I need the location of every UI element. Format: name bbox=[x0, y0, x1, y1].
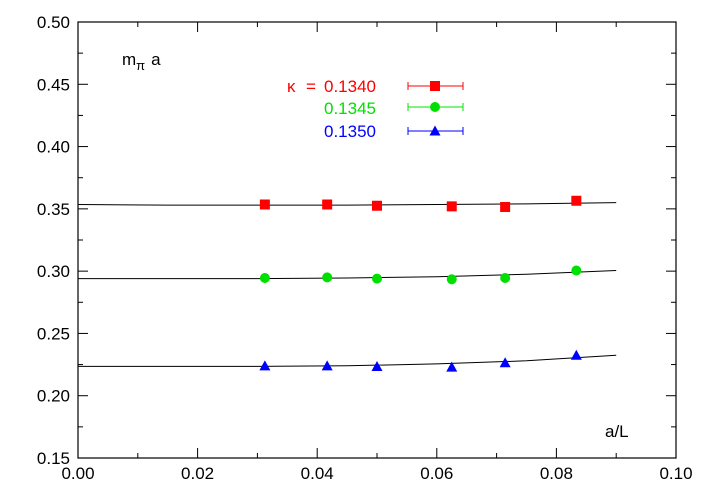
x-tick-label: 0.06 bbox=[420, 464, 453, 483]
y-tick-label: 0.20 bbox=[37, 387, 70, 406]
x-tick-labels: 0.00 0.02 0.04 0.06 0.08 0.10 bbox=[61, 464, 692, 483]
data-markers bbox=[259, 195, 582, 372]
legend-label-0: 0.1340 bbox=[324, 77, 376, 96]
legend-marker-2 bbox=[429, 125, 441, 136]
data-point-0-1 bbox=[322, 199, 333, 210]
fit-curve-0 bbox=[77, 202, 617, 206]
x-tick-label: 0.00 bbox=[61, 464, 94, 483]
y-axis-title-main: m bbox=[122, 50, 136, 69]
y-tick-labels: 0.15 0.20 0.25 0.30 0.35 0.40 0.45 0.50 bbox=[37, 13, 70, 468]
axis-ticks bbox=[77, 21, 677, 459]
legend-label-2: 0.1350 bbox=[324, 122, 376, 141]
data-point-1-0 bbox=[259, 272, 270, 283]
data-point-0-5 bbox=[571, 195, 582, 206]
data-point-0-4 bbox=[500, 201, 511, 212]
legend-marker-1 bbox=[430, 102, 440, 112]
plot-frame bbox=[77, 21, 677, 459]
data-point-2-0 bbox=[259, 360, 271, 371]
y-tick-label: 0.45 bbox=[37, 75, 70, 94]
data-point-1-2 bbox=[372, 273, 382, 284]
x-tick-label: 0.10 bbox=[659, 464, 692, 483]
data-point-2-3 bbox=[446, 361, 458, 372]
fit-curve-1 bbox=[78, 270, 617, 280]
y-tick-label: 0.40 bbox=[37, 138, 70, 157]
x-tick-label: 0.02 bbox=[181, 464, 214, 483]
x-tick-label: 0.04 bbox=[301, 464, 334, 483]
legend-equals: = bbox=[306, 77, 316, 96]
fit-curve-2 bbox=[78, 354, 617, 367]
data-point-1-1 bbox=[322, 272, 333, 283]
data-point-2-4 bbox=[499, 357, 511, 368]
data-point-2-2 bbox=[371, 360, 383, 371]
data-point-1-4 bbox=[500, 272, 511, 283]
legend-samples bbox=[407, 81, 464, 136]
data-point-0-0 bbox=[259, 199, 270, 210]
y-tick-label: 0.15 bbox=[37, 449, 70, 468]
data-point-0-3 bbox=[446, 201, 457, 212]
y-axis-title-tail: a bbox=[151, 50, 161, 69]
data-point-2-5 bbox=[570, 349, 582, 360]
y-tick-label: 0.25 bbox=[37, 324, 70, 343]
data-point-1-5 bbox=[571, 265, 582, 276]
x-axis-title: a/L bbox=[605, 422, 629, 441]
legend-marker-0 bbox=[430, 81, 440, 91]
y-axis-title-sub: π bbox=[136, 58, 145, 73]
y-tick-label: 0.50 bbox=[37, 13, 70, 32]
fit-curves bbox=[77, 202, 617, 367]
legend-label-1: 0.1345 bbox=[324, 99, 376, 118]
data-point-1-3 bbox=[446, 274, 457, 285]
legend-kappa-symbol: κ bbox=[287, 77, 296, 96]
x-tick-label: 0.08 bbox=[540, 464, 573, 483]
data-point-2-1 bbox=[321, 360, 333, 371]
data-point-0-2 bbox=[372, 200, 382, 211]
legend: κ = 0.1340 0.1345 0.1350 bbox=[287, 77, 464, 141]
y-tick-label: 0.30 bbox=[37, 262, 70, 281]
y-tick-label: 0.35 bbox=[37, 200, 70, 219]
